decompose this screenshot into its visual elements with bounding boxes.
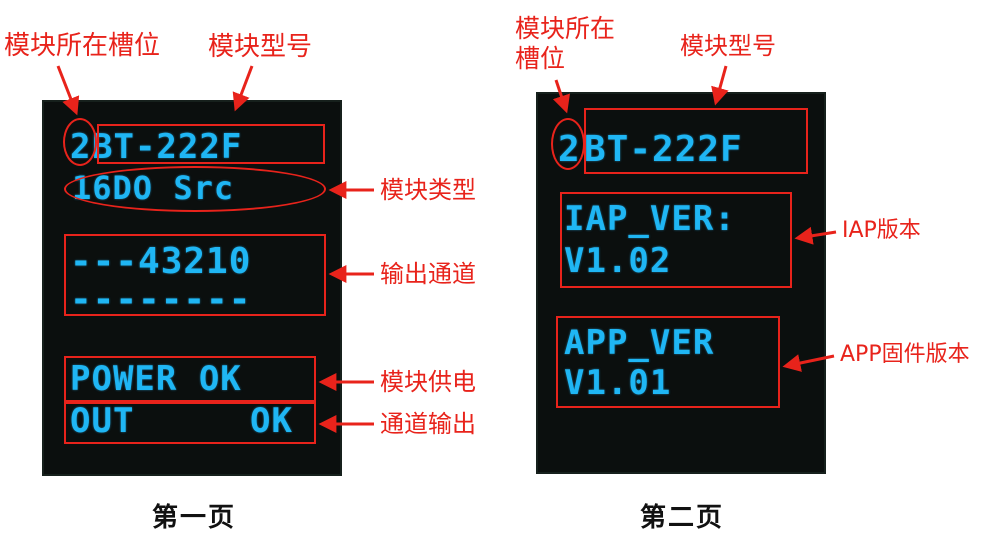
page2-model-highlight [584, 108, 808, 174]
page1-channel-numbers: ---43210 [70, 241, 252, 282]
page1-power-status: POWER OK [70, 359, 242, 399]
page2-iap-label-annotation: IAP版本 [842, 218, 921, 243]
page1-out-label-annotation: 通道输出 [380, 410, 476, 438]
page1-model-text: BT-222F [92, 127, 243, 167]
page1-out-status: OK [250, 401, 293, 441]
page1-model-label: 模块型号 [208, 32, 313, 62]
page1-type-label: 模块类型 [380, 176, 476, 204]
page2-iap-label: IAP_VER: [564, 199, 736, 239]
page1-caption: 第一页 [152, 503, 237, 533]
page2-app-arrow [782, 354, 835, 372]
page2-iap-version: V1.02 [564, 241, 672, 281]
page2-app-highlight [556, 316, 780, 408]
page1-channel-status: -------- [70, 279, 252, 320]
page2-iap-arrow [794, 226, 837, 245]
page1-channels-label: 输出通道 [380, 260, 476, 288]
page2-app-label: APP_VER [564, 323, 715, 363]
page1-out-label: OUT [70, 401, 135, 441]
page2-model-label: 模块型号 [680, 32, 776, 60]
page2-app-label-annotation: APP固件版本 [840, 342, 970, 367]
page2-iap-highlight [560, 192, 792, 288]
page2-model-arrow [711, 65, 729, 106]
page1-out-highlight [64, 402, 316, 444]
page2-app-version: V1.01 [564, 363, 672, 403]
page2-model-text: BT-222F [584, 129, 743, 170]
page1-model-arrow [232, 65, 254, 112]
page1-channels-highlight [64, 234, 326, 316]
page2-slot-arrow [552, 79, 570, 114]
page1-model-highlight [97, 124, 325, 164]
page2-slot-label: 模块所在 槽位 [515, 14, 616, 73]
page1-type-highlight [64, 166, 326, 212]
page1-slot-arrow [56, 65, 80, 116]
page1-slot-label: 模块所在槽位 [4, 31, 161, 61]
page2-caption: 第二页 [640, 503, 725, 533]
page1-power-label: 模块供电 [380, 368, 476, 396]
page1-slot-highlight [63, 118, 97, 166]
page1-power-highlight [64, 356, 316, 402]
